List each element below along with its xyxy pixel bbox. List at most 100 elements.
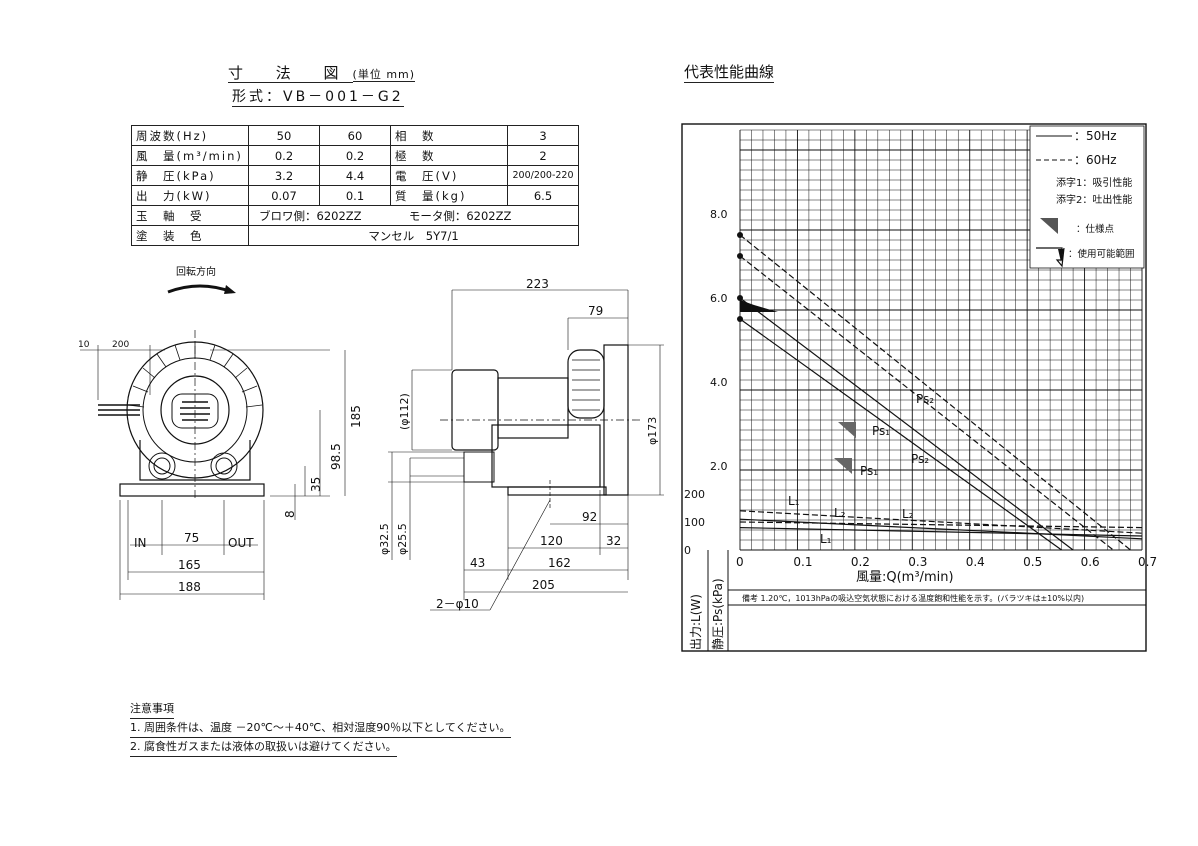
- performance-title: 代表性能曲線: [684, 63, 775, 83]
- x-tick-label: 0: [736, 555, 744, 569]
- port-out-label: OUT: [228, 536, 254, 550]
- series-line-l1: [739, 521, 1143, 529]
- dim-text: 2－φ10: [436, 597, 479, 611]
- legend-50hz: ：50Hz: [1074, 129, 1117, 143]
- series-start-point: [737, 253, 743, 259]
- rotation-arrowhead-icon: [224, 285, 236, 294]
- series-start-point: [737, 295, 743, 301]
- legend-60hz: ：60Hz: [1074, 153, 1117, 167]
- note-item: 1. 周囲条件は、温度 －20℃～＋40℃、相対湿度90％以下としてください。: [130, 719, 511, 738]
- bearing-blower: ブロワ側：6202ZZ: [259, 208, 362, 223]
- table-row: 塗 装 色 マンセル 5Y7/1: [131, 225, 579, 246]
- dim-text: 188: [178, 580, 201, 594]
- legend-discharge: 添字2：吐出性能: [1056, 193, 1132, 206]
- legend-usable: ：使用可能範囲: [1068, 248, 1135, 260]
- dimension-title: 寸 法 図(単位 mm): [228, 62, 416, 83]
- dim-text: 98.5: [329, 443, 343, 470]
- table-cell: 塗 装 色: [131, 225, 249, 246]
- y-axis-label-output: 出力:L(W): [689, 594, 703, 650]
- chart-frame: [681, 123, 1147, 652]
- port-in-label: IN: [134, 536, 147, 550]
- dim-text: 10: [78, 340, 90, 350]
- series-label: L₂: [834, 506, 846, 520]
- legend-spec-point: ：仕様点: [1076, 223, 1115, 235]
- rotation-arrow-icon: [167, 284, 233, 294]
- l-tick-label: 200: [684, 488, 705, 501]
- table-row: 静 圧(kPa) 3.2 4.4 電 圧(V) 200/200-220: [131, 165, 579, 186]
- series-label: L₁: [788, 494, 800, 508]
- dimension-unit: (単位 mm): [352, 68, 416, 82]
- chart-remark: 備考 1.20℃，1013hPaの吸込空気状態における温度飽和性能を示す。(バラ…: [742, 593, 1084, 603]
- spec-point-icon: [1040, 218, 1058, 234]
- dim-text: 120: [540, 534, 563, 548]
- dim-text: 165: [178, 558, 201, 572]
- x-tick-label: 0.1: [793, 555, 812, 569]
- dim-text: 32: [606, 534, 621, 548]
- series-start-point: [737, 316, 743, 322]
- dim-text: 205: [532, 578, 555, 592]
- l-tick-label: 0: [684, 544, 691, 557]
- table-cell: 静 圧(kPa): [131, 165, 249, 186]
- series-label: Ps₁: [860, 464, 878, 478]
- dim-text: 35: [309, 477, 323, 492]
- dim-text: 79: [588, 304, 603, 318]
- dim-text: 223: [526, 277, 549, 291]
- dimension-drawing: 回転方向: [78, 265, 664, 611]
- range-flag-icon: [740, 300, 778, 312]
- dim-text: φ173: [646, 417, 659, 445]
- dim-text: 8: [283, 510, 297, 518]
- dim-text: 185: [349, 405, 363, 428]
- x-axis-label: 風量:Q(m³/min): [856, 570, 954, 585]
- spec-point-marker: [838, 422, 856, 438]
- x-tick-label: 0.4: [966, 555, 985, 569]
- spec-table: 周波数(Hz) 50 60 相 数 3 風 量(m³/min) 0.2 0.2 …: [131, 125, 579, 246]
- side-view: [388, 289, 664, 611]
- rotation-label: 回転方向: [176, 265, 216, 278]
- notes: 注意事項 1. 周囲条件は、温度 －20℃～＋40℃、相対湿度90％以下としてく…: [130, 700, 511, 757]
- notes-title: 注意事項: [130, 700, 174, 719]
- x-tick-label: 0.6: [1081, 555, 1100, 569]
- series-label: Ps₂: [911, 452, 929, 466]
- l-tick-label: 100: [684, 516, 705, 529]
- y-axis-label-pressure: 静圧:Ps(kPa): [711, 578, 725, 650]
- y-tick-label: 8.0: [710, 208, 728, 221]
- series-line-l2: [739, 510, 1143, 534]
- dim-text: φ25.5: [396, 523, 409, 555]
- series-label: L₁: [820, 532, 832, 546]
- table-row: 出 力(kW) 0.07 0.1 質 量(kg) 6.5: [131, 185, 579, 206]
- x-tick-label: 0.7: [1138, 555, 1157, 569]
- dim-text: 200: [112, 340, 129, 350]
- series-start-point: [737, 232, 743, 238]
- x-tick-label: 0.3: [908, 555, 927, 569]
- table-cell: 50: [248, 125, 320, 146]
- dimension-title-text: 寸 法 図: [228, 64, 353, 83]
- dim-text: φ32.5: [378, 523, 391, 555]
- series-line-ps2: [739, 297, 1074, 551]
- table-cell: マンセル 5Y7/1: [248, 225, 579, 246]
- series-line-ps1: [739, 318, 1062, 551]
- series-label: Ps₁: [872, 424, 890, 438]
- dim-text: 75: [184, 531, 199, 545]
- note-item: 2. 腐食性ガスまたは液体の取扱いは避けてください。: [130, 738, 397, 757]
- dim-text: 92: [582, 510, 597, 524]
- y-tick-label: 4.0: [710, 376, 728, 389]
- usable-range-icon: [1036, 247, 1065, 268]
- front-view: [80, 330, 346, 600]
- usable-range-marker-icon: [1058, 249, 1064, 262]
- dim-text: 162: [548, 556, 571, 570]
- model-name: 形式：VB－001－G2: [232, 86, 404, 107]
- x-tick-label: 0.5: [1023, 555, 1042, 569]
- table-cell: 0.1: [319, 185, 391, 206]
- table-cell: 風 量(m³/min): [131, 145, 249, 166]
- series-label: Ps₂: [916, 392, 934, 406]
- table-row: 周波数(Hz) 50 60 相 数 3: [131, 125, 579, 146]
- x-tick-label: 0.2: [851, 555, 870, 569]
- legend-suction: 添字1：吸引性能: [1056, 176, 1132, 189]
- legend-box: [1029, 125, 1145, 269]
- dim-text: (φ112): [398, 393, 411, 430]
- dim-text: 43: [470, 556, 485, 570]
- spec-point-marker: [834, 458, 852, 474]
- table-row: 玉 軸 受 ブロワ側：6202ZZ モータ側：6202ZZ: [131, 205, 579, 226]
